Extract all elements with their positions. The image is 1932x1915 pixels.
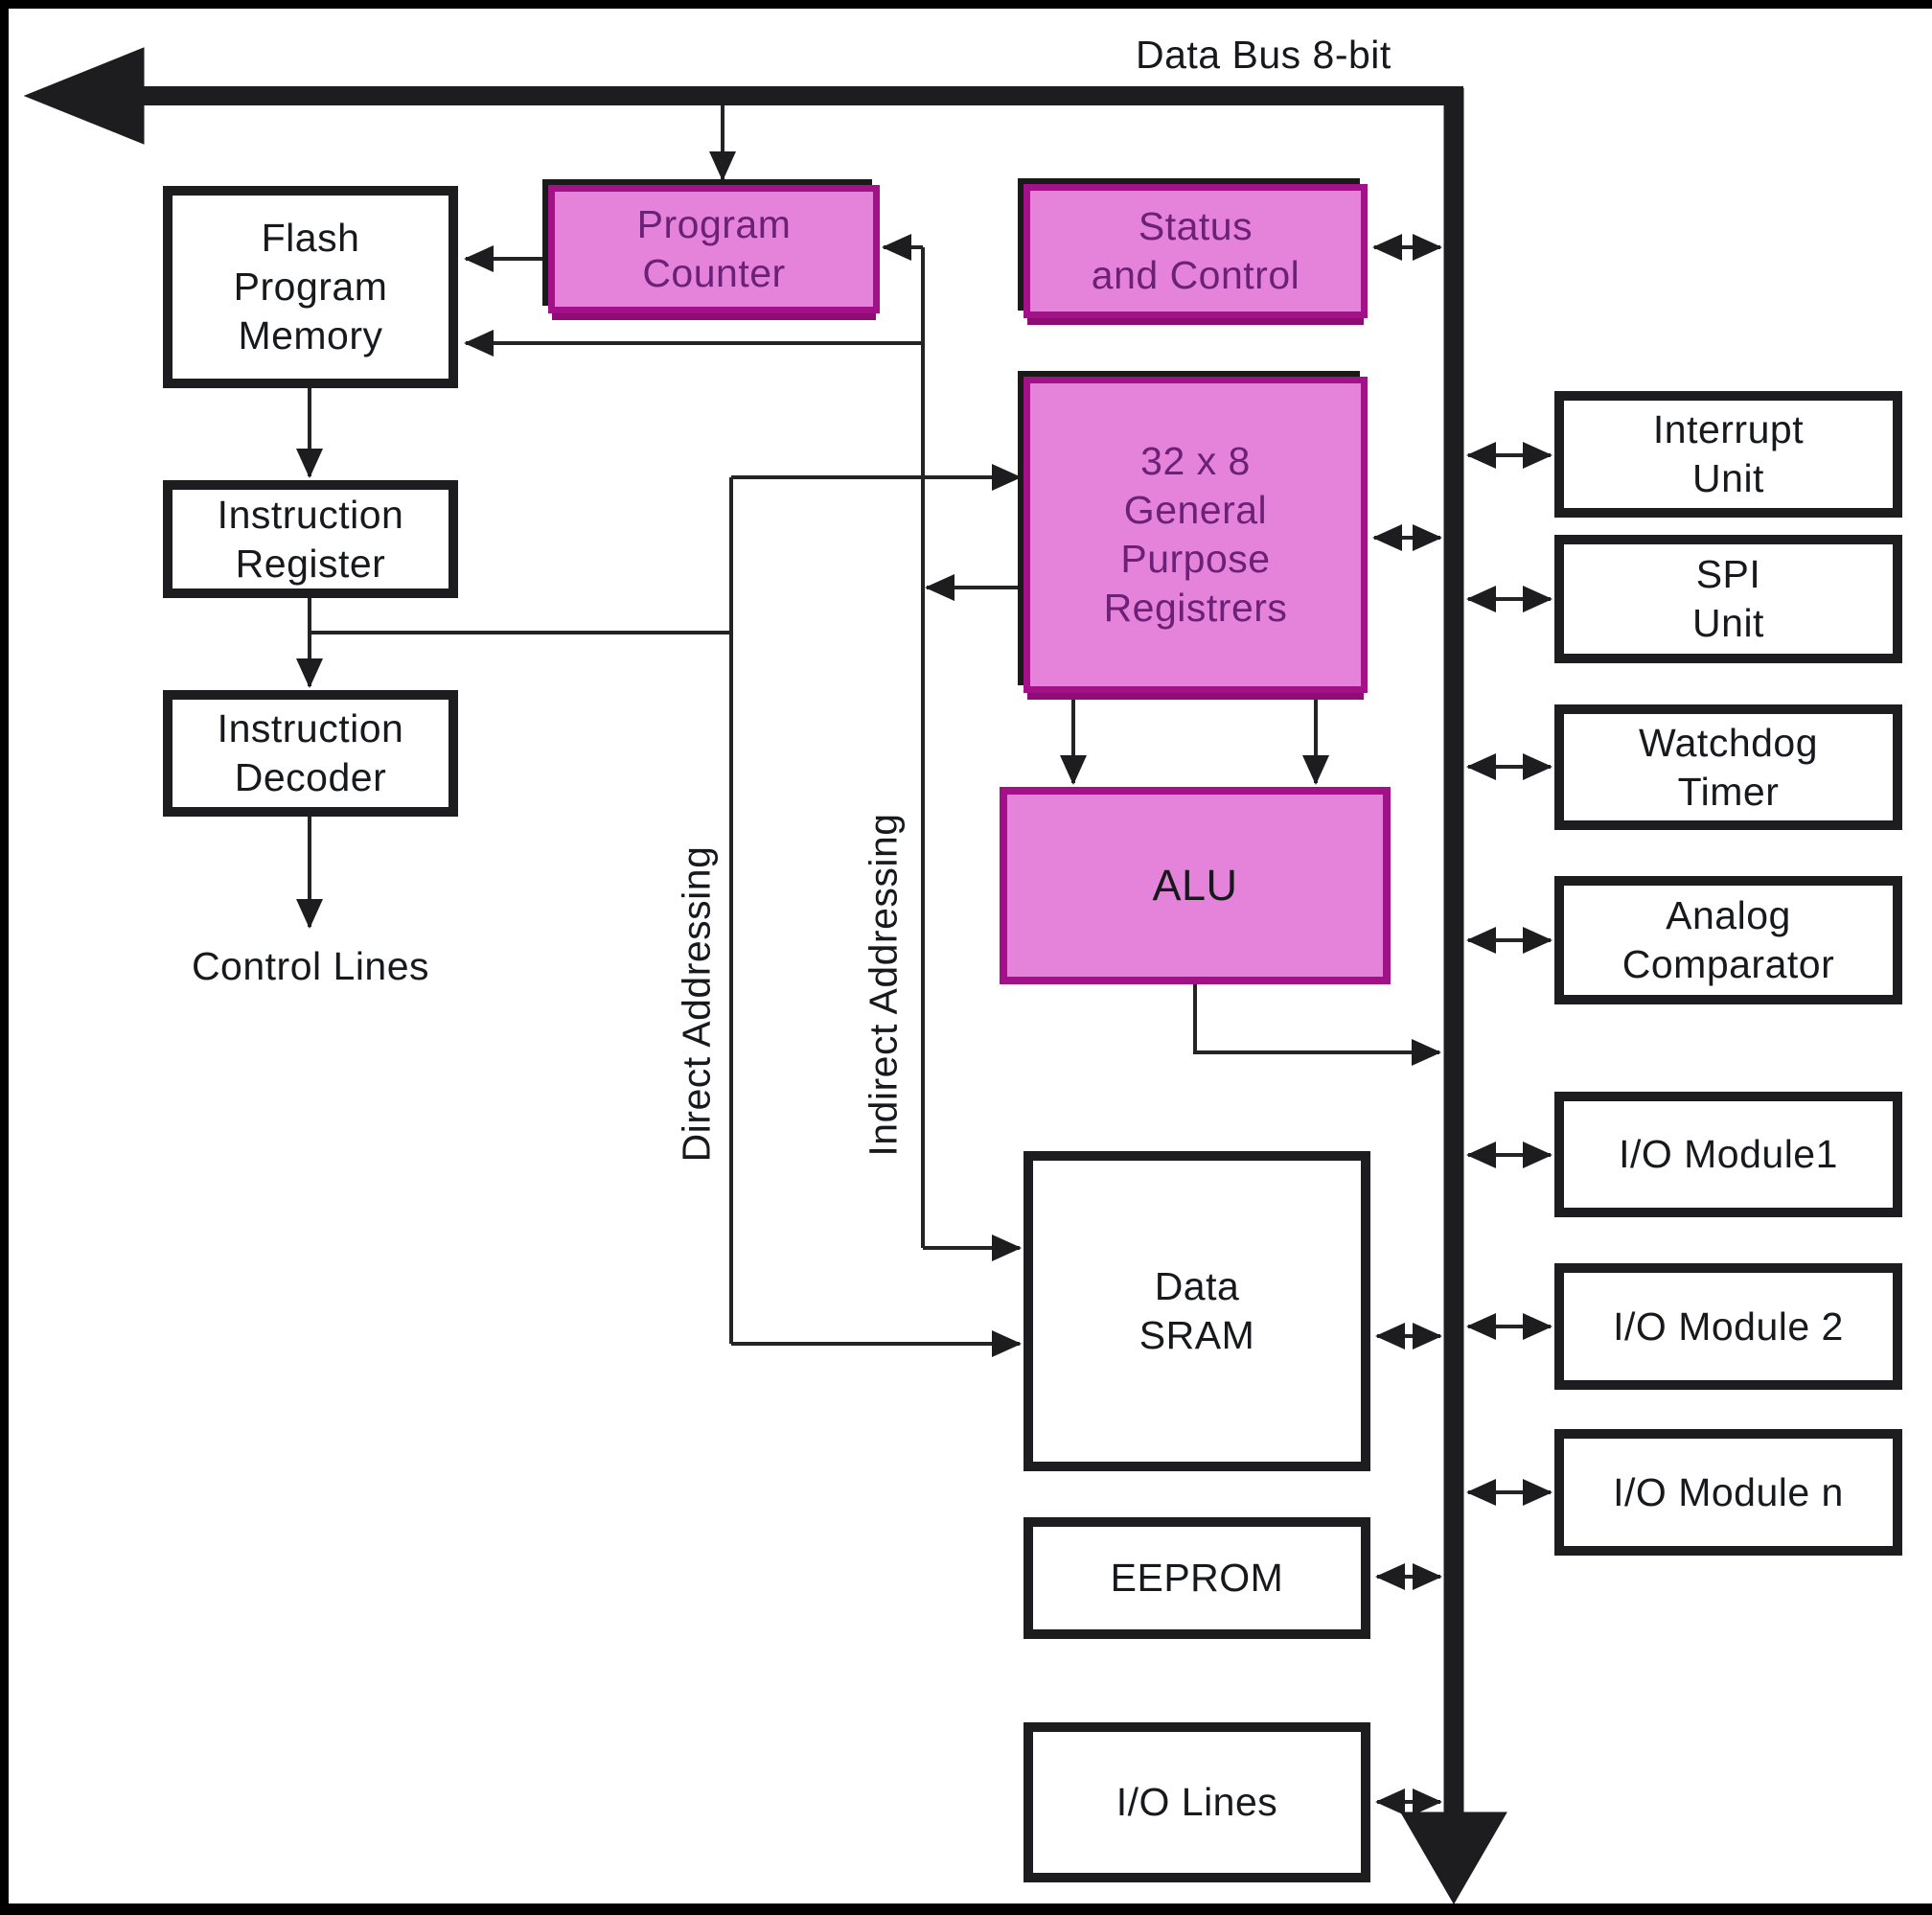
io-module2-box: I/O Module 2 [1554,1263,1902,1390]
analog-comparator-box: Analog Comparator [1554,876,1902,1004]
io-modulen-label: I/O Module n [1613,1469,1844,1514]
data-bus-label: Data Bus 8-bit [1136,33,1392,77]
flash-program-memory-box: Flash Program Memory [163,186,458,388]
eeprom-box: EEPROM [1024,1517,1370,1639]
watchdog-timer-box: Watchdog Timer [1554,704,1902,830]
program-counter-label: Program Counter [636,202,792,295]
instruction-decoder-label: Instruction Decoder [217,706,404,799]
io-lines-label: I/O Lines [1116,1780,1278,1825]
eeprom-label: EEPROM [1110,1556,1284,1601]
data-sram-label: Data SRAM [1138,1264,1255,1357]
io-modulen-box: I/O Module n [1554,1429,1902,1556]
instruction-register-label: Instruction Register [217,492,404,586]
bus-arrowhead-left-icon [23,47,145,145]
watchdog-timer-label: Watchdog Timer [1638,720,1819,814]
interrupt-unit-label: Interrupt Unit [1652,407,1805,500]
bus-arrowhead-down-icon [1400,1811,1507,1904]
alu-box: ALU [1000,787,1391,984]
flash-program-memory-label: Flash Program Memory [233,216,388,358]
io-lines-box: I/O Lines [1024,1722,1370,1882]
data-bus [23,47,1507,1904]
spi-unit-box: SPI Unit [1554,535,1902,663]
control-lines-label: Control Lines [191,944,430,988]
io-module1-label: I/O Module1 [1619,1132,1838,1177]
program-counter-box: Program Counter [548,185,880,313]
indirect-addressing-label: Indirect Addressing [861,813,906,1157]
general-purpose-registers-label: 32 x 8 General Purpose Registrers [1103,439,1288,630]
io-module1-box: I/O Module1 [1554,1092,1902,1217]
instruction-register-box: Instruction Register [163,480,458,598]
analog-comparator-label: Analog Comparator [1622,893,1835,986]
status-and-control-label: Status and Control [1091,204,1300,297]
data-sram-box: Data SRAM [1024,1151,1370,1471]
general-purpose-registers-box: 32 x 8 General Purpose Registrers [1024,377,1368,693]
alu-to-bus-arrow [1193,984,1441,1066]
spi-unit-label: SPI Unit [1692,552,1764,645]
alu-label: ALU [1152,861,1238,911]
interrupt-unit-box: Interrupt Unit [1554,391,1902,518]
direct-addressing-label: Direct Addressing [674,845,719,1163]
instruction-decoder-box: Instruction Decoder [163,690,458,817]
io-module2-label: I/O Module 2 [1613,1304,1844,1349]
status-and-control-box: Status and Control [1024,184,1368,318]
